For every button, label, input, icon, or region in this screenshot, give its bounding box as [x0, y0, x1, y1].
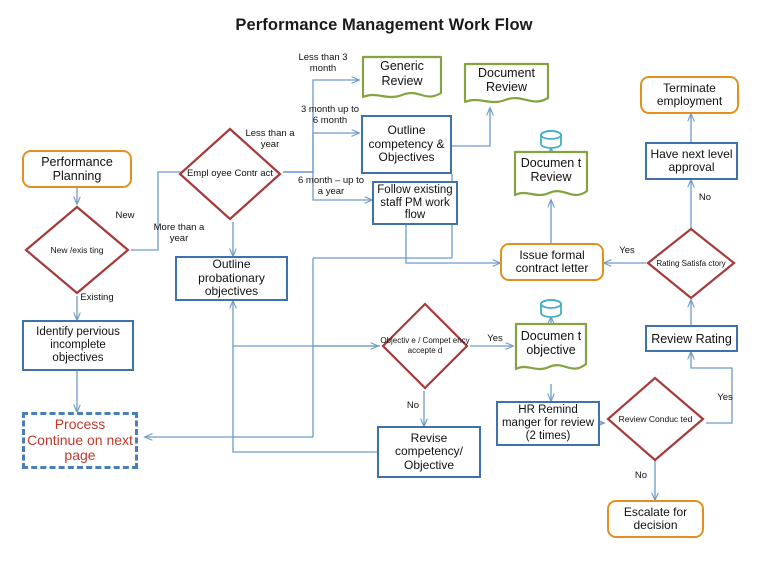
node-label: Document Review — [478, 65, 535, 94]
edge-label-review-conducted-no: No — [634, 470, 648, 481]
node-identify-previous-incomplete[interactable]: Identify pervious incomplete objectives — [22, 320, 134, 371]
edge-label-6-month-to-year: 6 month – up to a year — [297, 175, 365, 198]
diamond-shape — [178, 127, 282, 221]
node-document-review-top[interactable]: Document Review — [463, 62, 550, 108]
node-label: New /exis ting — [50, 244, 104, 255]
node-outline-probationary-objectives[interactable]: Outline probationary objectives — [175, 256, 288, 301]
node-label: Documen t Review — [520, 155, 582, 185]
database-icon — [538, 299, 564, 319]
edge-label-rating-yes: Yes — [619, 245, 635, 256]
node-have-next-level-approval[interactable]: Have next level approval — [645, 142, 738, 180]
diamond-shape — [646, 227, 736, 300]
node-objective-competency-accepted[interactable]: Objectiv e / Compet ency accepte d — [380, 301, 470, 391]
node-new-existing[interactable]: New /exis ting — [23, 204, 131, 296]
node-label: Generic Review — [380, 59, 424, 88]
database-icon — [540, 130, 562, 149]
node-document-objective[interactable]: Documen t objective — [514, 322, 588, 376]
edge-label-3-to-6-month: 3 month up to 6 month — [300, 104, 360, 127]
database-icon — [540, 299, 562, 318]
diamond-shape — [381, 302, 469, 390]
node-generic-review[interactable]: Generic Review — [361, 55, 443, 103]
node-label: Documen t objective — [520, 328, 582, 358]
node-employee-contract[interactable]: Empl oyee Contr act — [177, 126, 283, 222]
document-shape — [513, 150, 589, 197]
document-shape — [514, 322, 588, 371]
edge-label-less-than-3-month: Less than 3 month — [298, 52, 348, 75]
node-outline-competency-objectives[interactable]: Outline competency & Objectives — [361, 115, 452, 174]
edge-label-existing: Existing — [80, 292, 114, 303]
diamond-shape — [24, 205, 130, 295]
edge-label-less-than-a-year: Less than a year — [245, 128, 295, 151]
node-rating-satisfactory[interactable]: Rating Satisfa ctory — [645, 226, 737, 301]
edge-label-objective-no: No — [406, 400, 420, 411]
node-escalate-for-decision[interactable]: Escalate for decision — [607, 500, 704, 538]
node-review-rating[interactable]: Review Rating — [645, 325, 738, 352]
edge-label-rating-no: No — [698, 192, 712, 203]
node-issue-formal-contract-letter[interactable]: Issue formal contract letter — [500, 243, 604, 281]
node-performance-planning[interactable]: Performance Planning — [22, 150, 132, 188]
node-label: Review Conduc ted — [618, 413, 693, 424]
node-revise-competency-objective[interactable]: Revise competency/ Objective — [377, 426, 481, 478]
document-shape — [361, 55, 443, 99]
edge-label-review-conducted-yes: Yes — [717, 392, 733, 403]
document-shape — [463, 62, 550, 104]
node-label: Empl oyee Contr act — [186, 168, 274, 180]
edge-label-new: New — [115, 210, 135, 221]
diamond-shape — [606, 376, 705, 462]
edge-label-more-than-a-year: More than a year — [153, 222, 205, 245]
node-hr-remind-manager[interactable]: HR Remind manger for review (2 times) — [496, 401, 600, 446]
node-document-review-mid[interactable]: Documen t Review — [513, 150, 589, 202]
node-review-conducted[interactable]: Review Conduc ted — [605, 375, 706, 463]
node-follow-existing-staff-pm-workflow[interactable]: Follow existing staff PM work flow — [372, 181, 458, 225]
node-label: Objectiv e / Compet ency accepte d — [380, 336, 470, 355]
page-title: Performance Management Work Flow — [235, 16, 533, 34]
edge-label-objective-yes: Yes — [487, 333, 503, 344]
node-terminate-employment[interactable]: Terminate employment — [640, 76, 739, 114]
node-process-continue-next-page[interactable]: Process Continue on next page — [22, 412, 138, 469]
database-icon — [538, 130, 564, 150]
node-label: Rating Satisfa ctory — [656, 258, 726, 268]
